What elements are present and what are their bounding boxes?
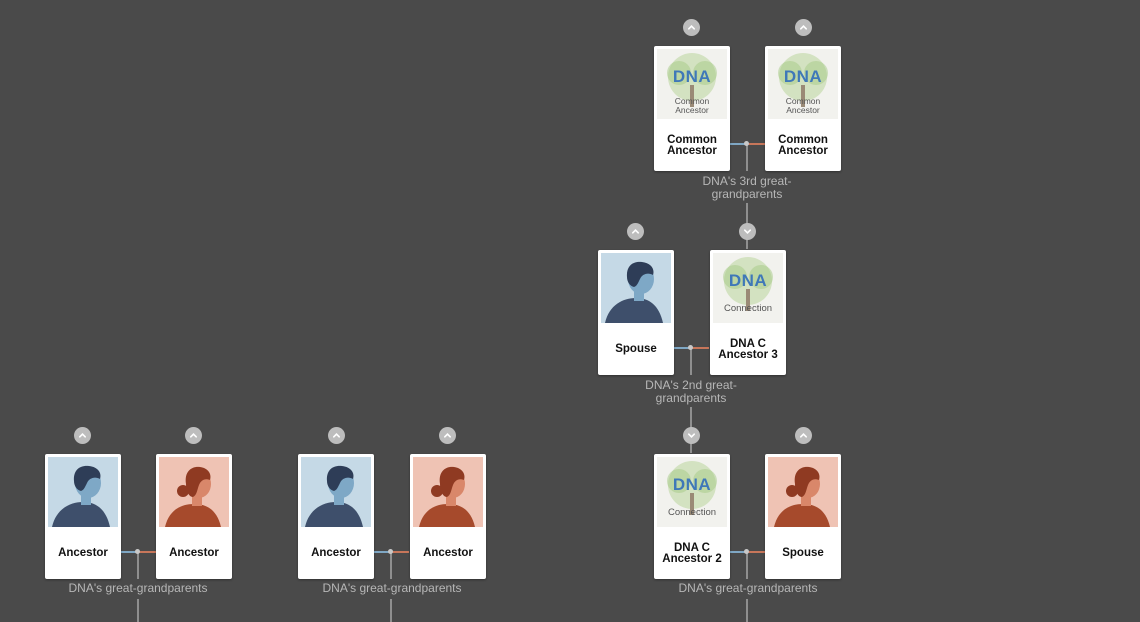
descendant-line [390,553,392,579]
person-name: Ancestor [311,547,361,560]
couple-dot [135,549,140,554]
expand-parents-button[interactable] [795,427,812,444]
female-silhouette-icon [413,457,483,527]
expand-parents-button[interactable] [74,427,91,444]
expand-parents-button[interactable] [795,19,812,36]
couple-connector [691,347,709,349]
couple-connector [730,551,747,553]
collapse-parents-button[interactable] [739,223,756,240]
descendant-line [746,553,748,579]
chevron-up-icon [687,25,696,30]
male-silhouette-icon [601,253,671,323]
couple-connector [374,551,391,553]
expand-parents-button[interactable] [627,223,644,240]
person-card-ancestor[interactable]: Ancestor [298,454,374,579]
person-card-spouse[interactable]: Spouse [765,454,841,579]
descendant-line [746,145,748,171]
chevron-down-icon [687,433,696,438]
couple-connector [120,551,138,553]
couple-connector [138,551,156,553]
person-name: DNA C Ancestor 2 [662,541,722,565]
person-name: Spouse [615,343,657,356]
couple-connector [674,347,691,349]
chevron-up-icon [78,433,87,438]
person-name: DNA C Ancestor 3 [718,337,778,361]
dna-tree-logo-icon: DNA Connection [713,253,783,323]
couple-connector [730,143,747,145]
collapse-parents-button[interactable] [683,427,700,444]
couple-connector [747,551,765,553]
person-name: Ancestor [169,547,219,560]
descendant-line [137,553,139,579]
chevron-down-icon [743,229,752,234]
person-card-ancestor[interactable]: Ancestor [45,454,121,579]
chevron-up-icon [443,433,452,438]
expand-parents-button[interactable] [185,427,202,444]
descendant-line [137,599,139,622]
male-silhouette-icon [301,457,371,527]
dna-tree-logo-icon: DNA Common Ancestor [768,49,838,119]
person-name: Ancestor [423,547,473,560]
dna-tree-logo-icon: DNA Common Ancestor [657,49,727,119]
person-name: Ancestor [58,547,108,560]
person-name: Common Ancestor [778,133,828,157]
person-card-ancestor[interactable]: Ancestor [156,454,232,579]
expand-parents-button[interactable] [683,19,700,36]
chevron-up-icon [799,25,808,30]
chevron-up-icon [799,433,808,438]
person-card-ancestor[interactable]: Ancestor [410,454,486,579]
couple-dot [744,141,749,146]
descendant-line [690,349,692,375]
couple-connector [747,143,765,145]
female-silhouette-icon [159,457,229,527]
descendant-line [390,599,392,622]
couple-dot [388,549,393,554]
chevron-up-icon [631,229,640,234]
couple-dot [688,345,693,350]
person-card-dna-ancestor-3[interactable]: DNA Connection DNA C Ancestor 3 [710,250,786,375]
male-silhouette-icon [48,457,118,527]
expand-parents-button[interactable] [439,427,456,444]
person-card-common-ancestor[interactable]: DNA Common Ancestor Common Ancestor [765,46,841,171]
person-name: Spouse [782,547,824,560]
generation-label: DNA's great-grandparents [68,581,208,595]
couple-dot [744,549,749,554]
couple-connector [391,551,409,553]
person-card-common-ancestor[interactable]: DNA Common Ancestor Common Ancestor [654,46,730,171]
chevron-up-icon [189,433,198,438]
dna-tree-logo-icon: DNA Connection [657,457,727,527]
person-card-dna-ancestor-2[interactable]: DNA Connection DNA C Ancestor 2 [654,454,730,579]
person-card-spouse[interactable]: Spouse [598,250,674,375]
female-silhouette-icon [768,457,838,527]
chevron-up-icon [332,433,341,438]
descendant-line [746,599,748,622]
generation-label: DNA's 3rd great- grandparents [702,174,792,201]
expand-parents-button[interactable] [328,427,345,444]
person-name: Common Ancestor [667,133,717,157]
generation-label: DNA's great-grandparents [322,581,462,595]
generation-label: DNA's great-grandparents [678,581,818,595]
generation-label: DNA's 2nd great- grandparents [645,378,737,405]
